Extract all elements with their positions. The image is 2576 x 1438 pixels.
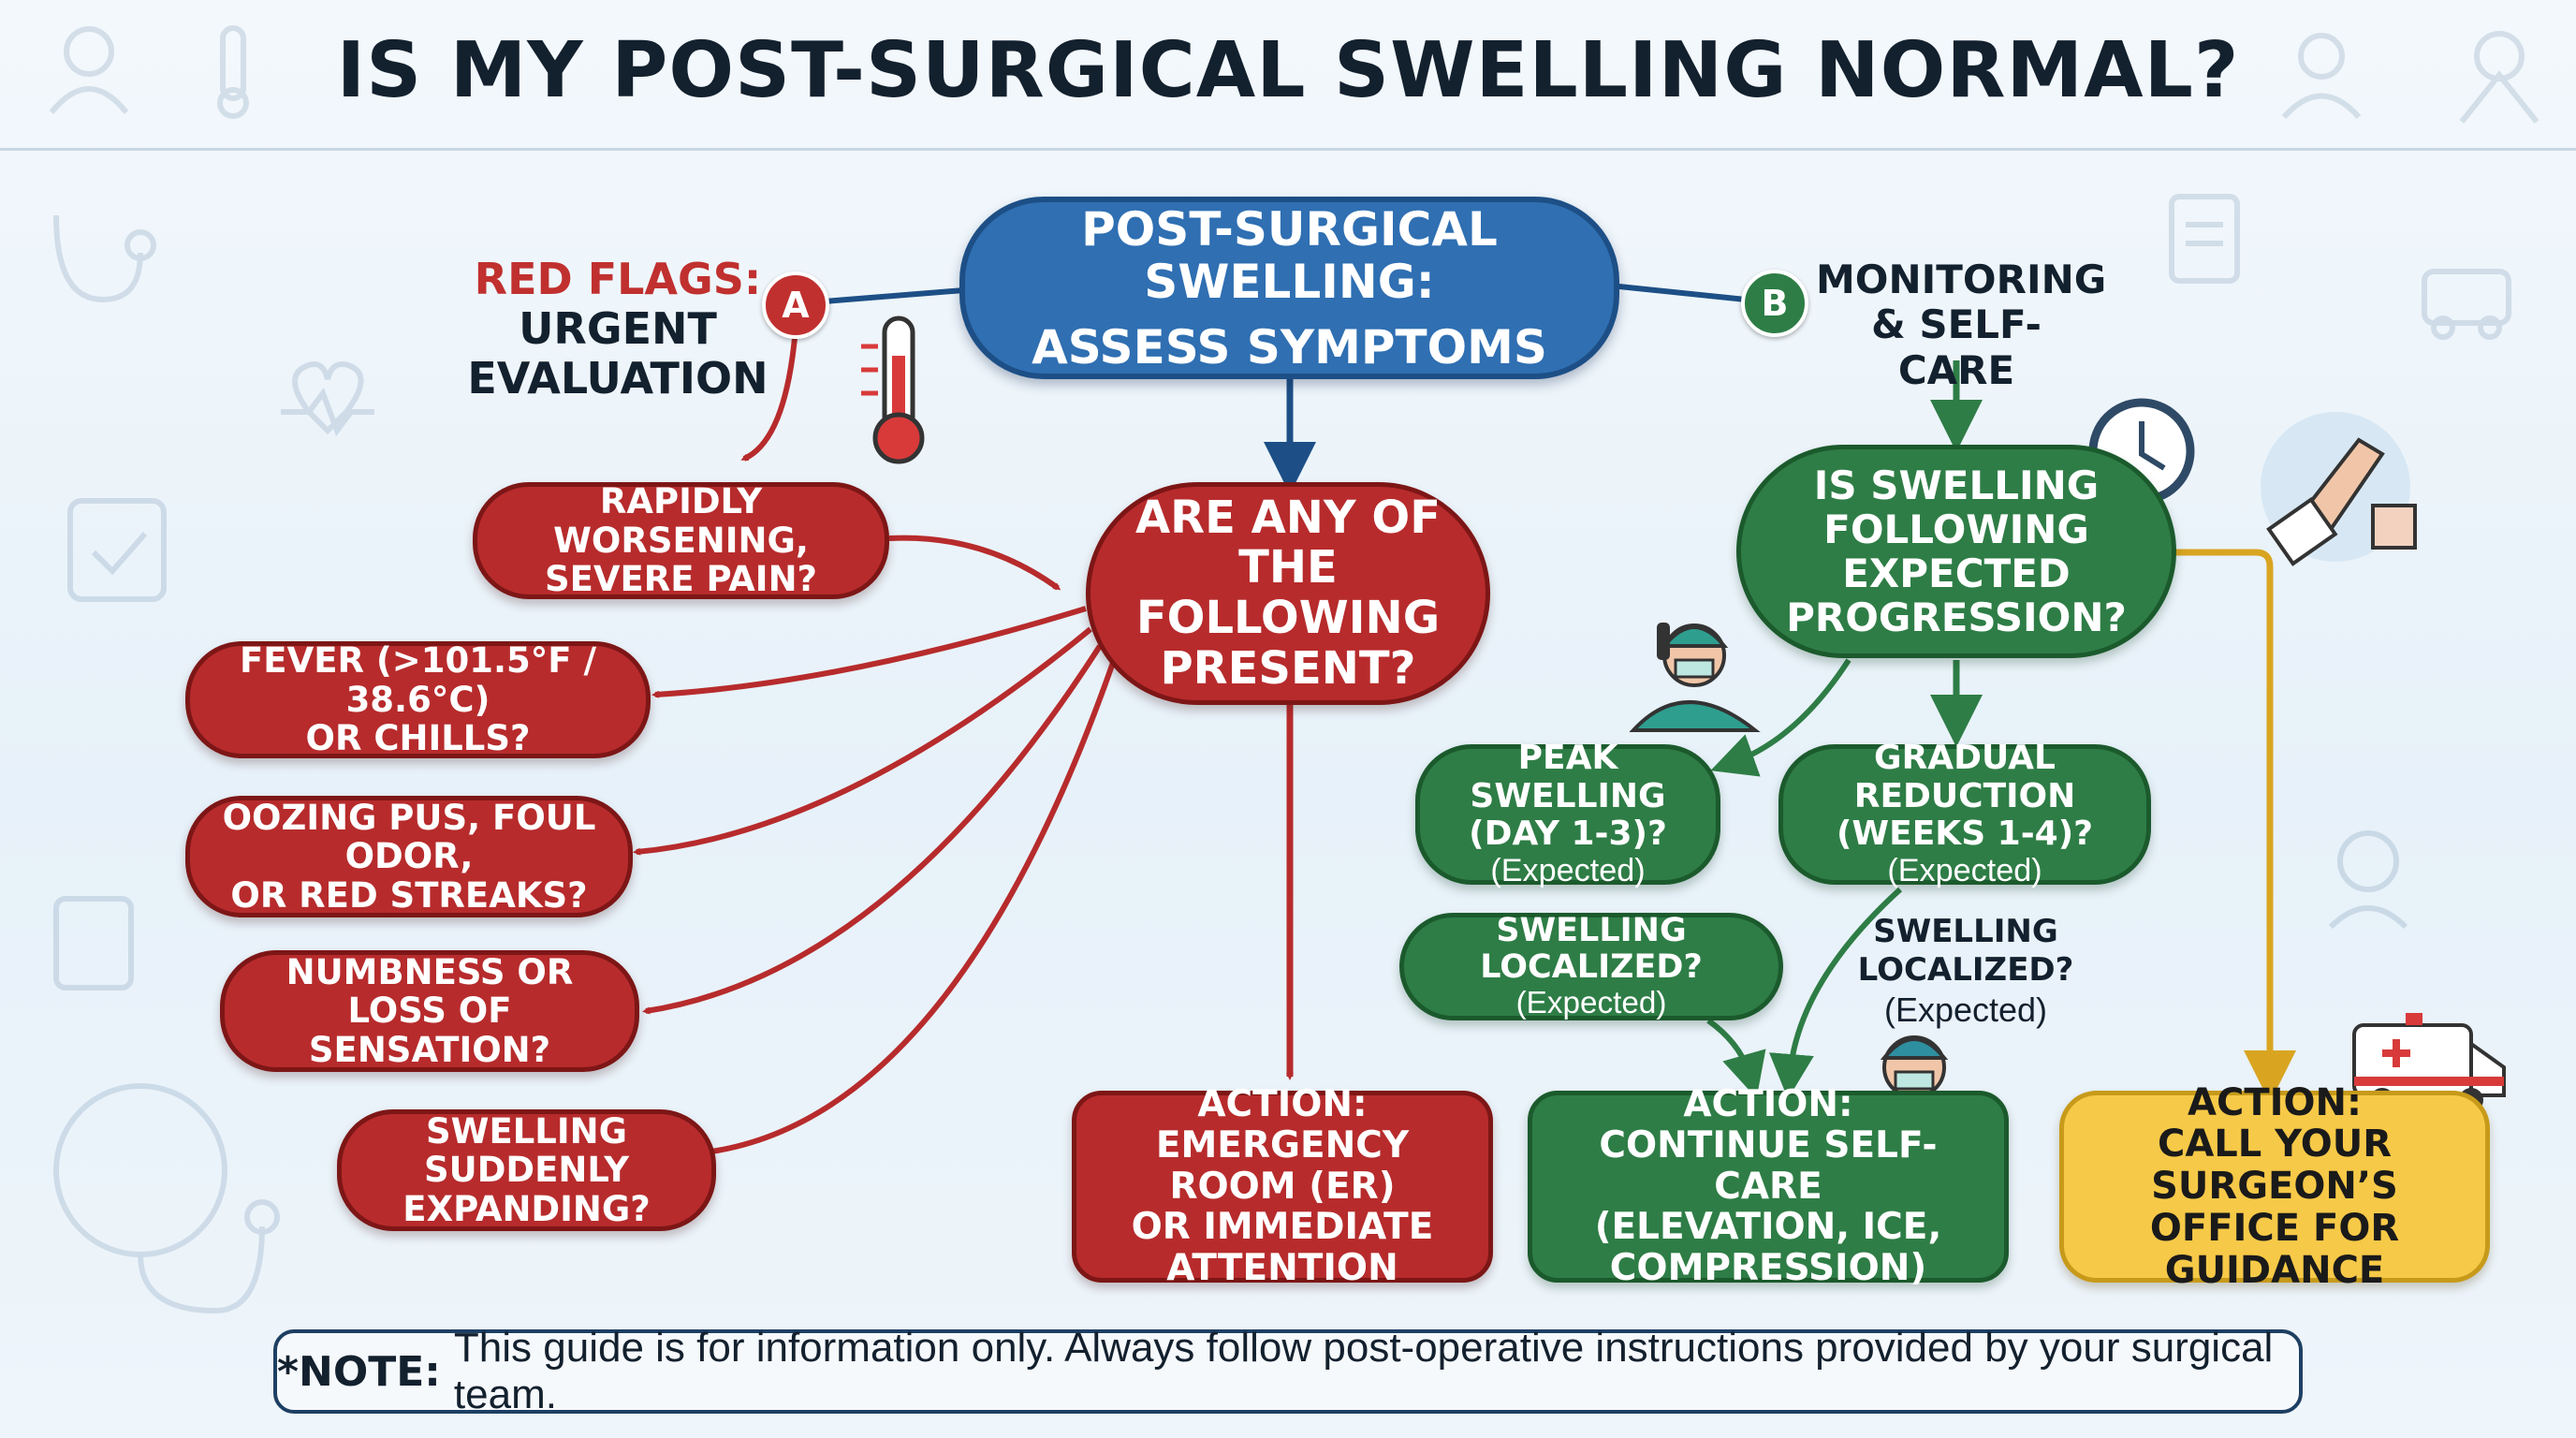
red-flags-question: ARE ANY OF THE FOLLOWING PRESENT? — [1086, 482, 1490, 705]
disclaimer-note: *NOTE: This guide is for information onl… — [273, 1325, 2303, 1417]
symptom-fever: FEVER (>101.5°F / 38.6°C) OR CHILLS? — [185, 641, 651, 758]
start-line1: POST-SURGICAL SWELLING: — [1081, 201, 1498, 309]
red-question-line3: PRESENT? — [1160, 641, 1416, 695]
peak-swelling-node: PEAK SWELLING (DAY 1-3)? (Expected) — [1415, 740, 1720, 888]
thermometer-icon — [217, 25, 249, 119]
thermometer-illustration — [861, 315, 925, 464]
branch-b-badge: B — [1741, 270, 1808, 337]
link-start-to-b — [1609, 283, 1747, 302]
page-title: IS MY POST-SURGICAL SWELLING NORMAL? — [336, 26, 2240, 115]
link-gradual-to-selfcare — [1769, 887, 1903, 1099]
branch-a-line1: RED FLAGS: — [474, 254, 762, 304]
doctor-icon — [49, 26, 129, 114]
link-localized-to-selfcare — [1706, 1018, 1766, 1099]
branch-b-line1: MONITORING — [1816, 257, 2107, 302]
start-node: POST-SURGICAL SWELLING: ASSESS SYMPTOMS — [959, 197, 1619, 379]
link-green-question-to-surgeon — [2176, 549, 2296, 1103]
link-green-question-to-peak — [1710, 658, 1852, 777]
stethoscope-icon — [53, 214, 156, 303]
link-start-to-a — [823, 287, 965, 304]
wrist-bandage-illustration — [2261, 412, 2417, 566]
link-a-to-pain — [740, 327, 798, 462]
branch-a-badge: A — [762, 271, 829, 339]
branch-b-line2: & SELF-CARE — [1871, 301, 2042, 393]
nurse-phone-illustration — [1629, 623, 1761, 732]
red-question-line2: FOLLOWING — [1135, 592, 1441, 644]
symptom-oozing-pus: OOZING PUS, FOUL ODOR, OR RED STREAKS? — [185, 796, 633, 917]
note-text: This guide is for information only. Alwa… — [453, 1325, 2274, 1417]
heart-pulse-icon — [281, 361, 374, 437]
checklist-icon — [67, 498, 167, 602]
gradual-reduction-node: GRADUAL REDUCTION (WEEKS 1-4)? (Expected… — [1778, 740, 2151, 888]
symptom-severe-pain: RAPIDLY WORSENING, SEVERE PAIN? — [473, 482, 889, 599]
red-question-line1: ARE ANY OF THE — [1135, 491, 1441, 594]
symptom-expanding: SWELLING SUDDENLY EXPANDING? — [337, 1109, 716, 1231]
link-question-to-fever — [651, 606, 1087, 698]
clipboard-icon — [2169, 194, 2240, 284]
action-emergency-room: ACTION: EMERGENCY ROOM (ER) OR IMMEDIATE… — [1072, 1084, 1493, 1288]
link-question-to-oozing — [633, 626, 1092, 856]
branch-a-line2: URGENT — [519, 302, 717, 354]
ambulance-illustration — [2352, 1013, 2506, 1112]
branch-b-label: MONITORING & SELF-CARE — [1816, 257, 2107, 393]
action-continue-self-care: ACTION: CONTINUE SELF-CARE (ELEVATION, I… — [1528, 1084, 2009, 1288]
action-call-surgeon: ACTION: CALL YOUR SURGEON’S OFFICE FOR G… — [2059, 1081, 2490, 1291]
localized-swelling-label: SWELLING LOCALIZED? (Expected) — [1857, 913, 2074, 1029]
link-question-to-expanding — [710, 659, 1117, 1154]
branch-a-label: RED FLAGS: URGENT EVALUATION — [449, 255, 786, 404]
link-pain-to-question — [888, 535, 1061, 591]
title-divider — [0, 148, 2576, 151]
start-line2: ASSESS SYMPTOMS — [1032, 319, 1547, 374]
link-question-to-numbness — [642, 644, 1103, 1015]
branch-a-line3: EVALUATION — [467, 352, 768, 404]
symptom-numbness: NUMBNESS OR LOSS OF SENSATION? — [220, 950, 639, 1072]
note-prefix: *NOTE: — [277, 1347, 441, 1396]
localized-swelling-node: SWELLING LOCALIZED? (Expected) — [1399, 912, 1783, 1020]
progression-question: IS SWELLING FOLLOWING EXPECTED PROGRESSI… — [1736, 445, 2176, 658]
ambulance-icon — [2422, 269, 2511, 340]
